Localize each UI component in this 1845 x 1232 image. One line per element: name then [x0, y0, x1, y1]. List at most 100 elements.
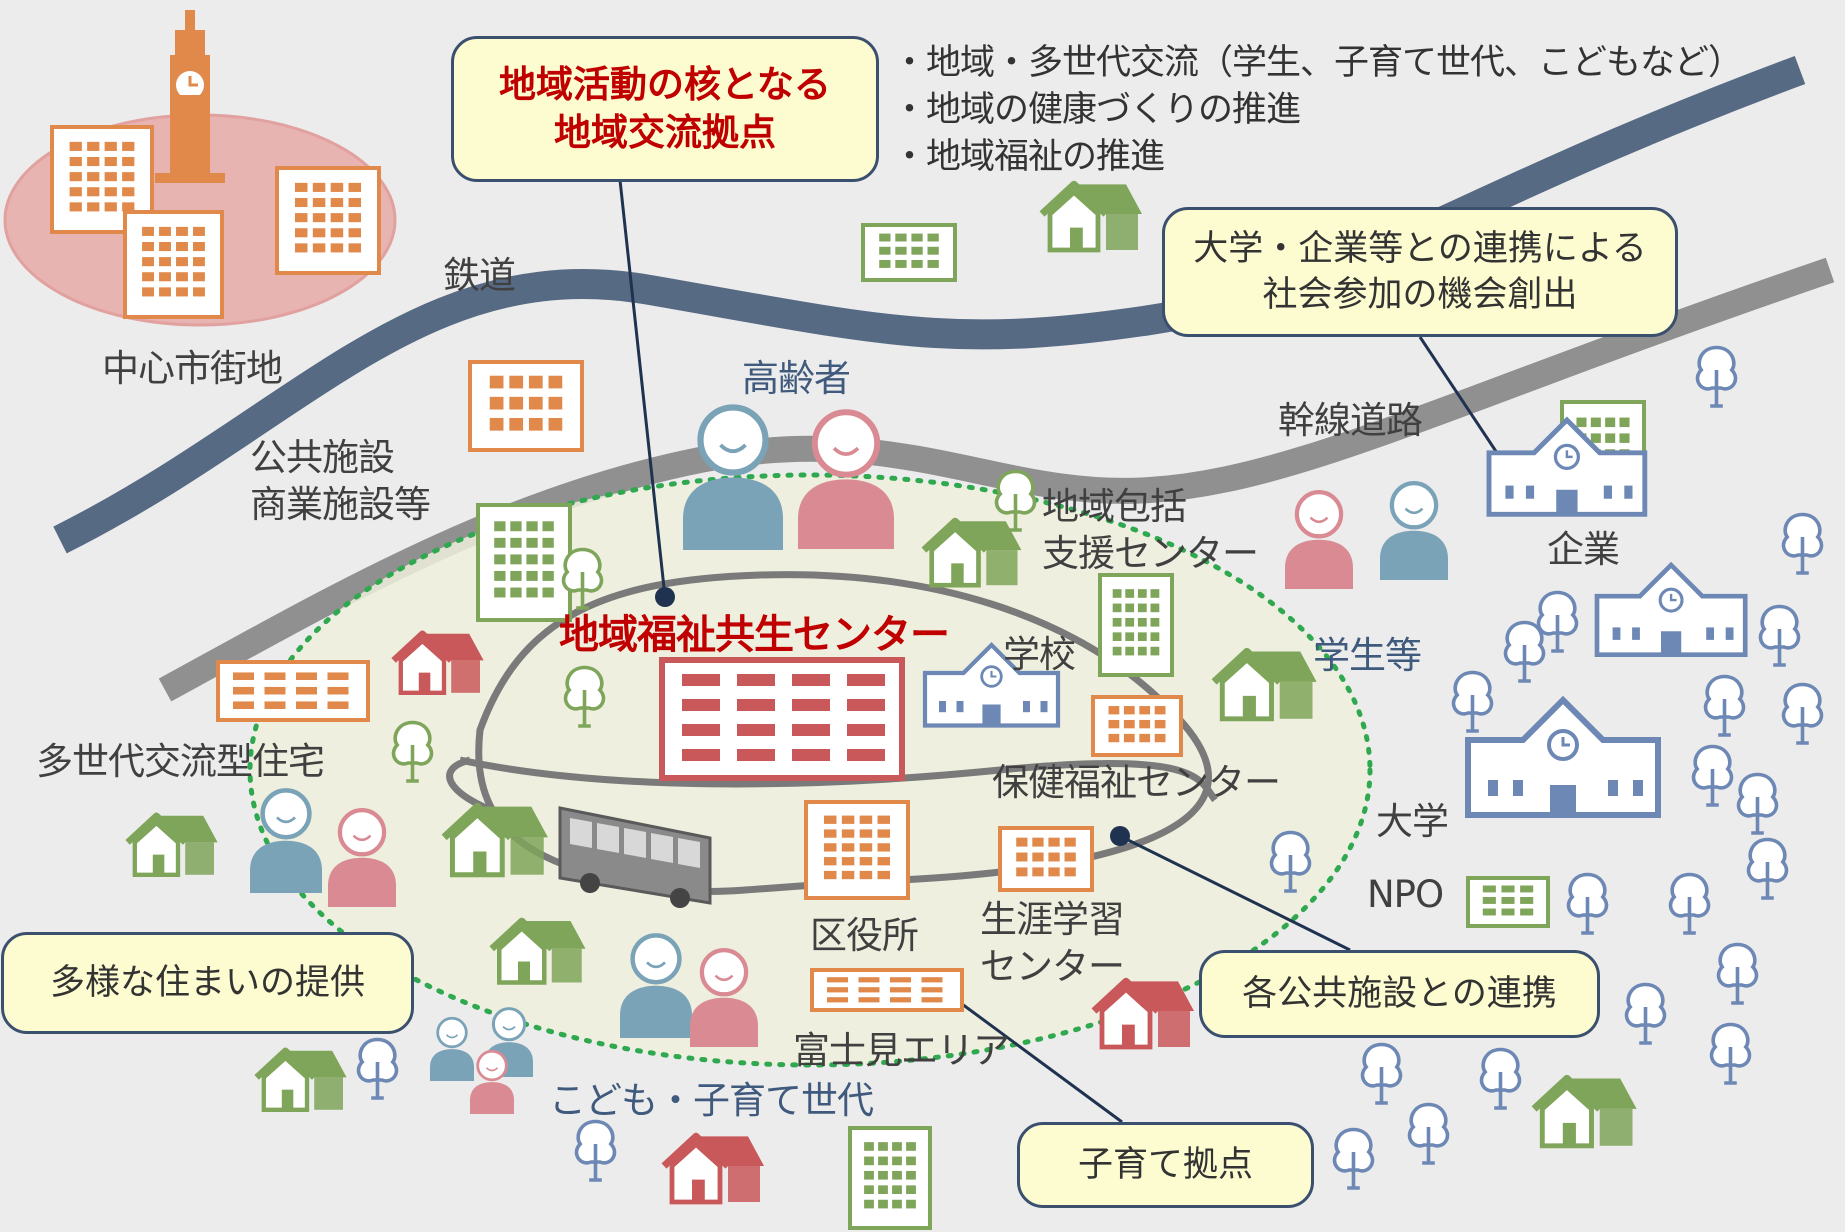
- tree-icon: [1703, 674, 1746, 737]
- activity-list: ・地域・多世代交流（学生、子育て世代、こどもなど） ・地域の健康づくりの推進 ・…: [892, 40, 1743, 181]
- trunk-road-line: [158, 257, 1835, 702]
- building-icon: [804, 800, 910, 900]
- building-icon: [861, 223, 957, 282]
- tree-icon: [994, 469, 1037, 532]
- trunk-road-label: 幹線道路: [1278, 399, 1423, 442]
- tree-icon: [1781, 512, 1824, 575]
- tree-icon: [1736, 772, 1779, 835]
- tree-icon: [1781, 682, 1824, 745]
- university-callout-text: 大学・企業等との連携による 社会参加の機会創出: [1193, 229, 1647, 315]
- welfare-center-building-icon: [659, 657, 905, 781]
- lifelong-learning-label: 生涯学習 センター: [980, 898, 1125, 988]
- tree-icon: [1624, 982, 1667, 1045]
- multigen-housing-label: 多世代交流型住宅: [36, 740, 325, 783]
- university-label: 大学: [1376, 800, 1449, 843]
- city-center-label: 中心市街地: [102, 347, 283, 390]
- tree-icon: [1709, 1022, 1752, 1085]
- students-label: 学生等: [1313, 634, 1422, 677]
- elderly-woman-icon: [798, 409, 894, 549]
- building-icon: [1466, 876, 1550, 928]
- tree-icon: [561, 547, 604, 610]
- activity-item: ・地域の健康づくりの推進: [892, 90, 1301, 130]
- tree-icon: [1451, 670, 1494, 733]
- public-facilities-connector-dot: [1110, 826, 1130, 846]
- childcare-callout: 子育て拠点: [1017, 1122, 1314, 1208]
- school-icon: [1594, 561, 1748, 658]
- building-icon: [1091, 695, 1183, 757]
- hub-callout: 地域活動の核となる 地域交流拠点: [451, 36, 879, 182]
- tree-icon: [1269, 830, 1312, 893]
- house-icon: [1039, 180, 1142, 253]
- house-icon: [1211, 647, 1317, 722]
- house-icon: [661, 1132, 764, 1205]
- student-icon: [1285, 489, 1353, 589]
- building-icon: [476, 503, 572, 622]
- hub-connector-dot: [655, 587, 675, 607]
- tree-icon: [1360, 1042, 1403, 1105]
- house-icon: [1091, 977, 1194, 1050]
- house-icon: [254, 1047, 347, 1112]
- clock-tower-icon: [155, 10, 225, 183]
- tree-icon: [1536, 590, 1579, 653]
- public-commercial-label: 公共施設 商業施設等: [250, 436, 431, 526]
- child-icon: [430, 1016, 474, 1081]
- tree-icon: [1691, 744, 1734, 807]
- house-icon: [921, 517, 1022, 588]
- resident-icon: [250, 788, 322, 893]
- activity-item: ・地域・多世代交流（学生、子育て世代、こどもなど）: [892, 43, 1743, 83]
- health-center-label: 保健福祉センター: [992, 761, 1281, 804]
- tree-icon: [1746, 837, 1789, 900]
- railway-label: 鉄道: [443, 254, 516, 297]
- housing-callout: 多様な住まいの提供: [1, 932, 414, 1034]
- building-icon: [468, 360, 584, 452]
- tree-icon: [356, 1037, 399, 1100]
- childcare-connector: [942, 988, 1123, 1124]
- tree-icon: [1716, 942, 1759, 1005]
- hub-callout-text: 地域活動の核となる 地域交流拠点: [499, 63, 831, 154]
- house-icon: [391, 630, 484, 695]
- university-callout: 大学・企業等との連携による 社会参加の機会創出: [1162, 207, 1678, 337]
- hub-connector: [618, 179, 667, 598]
- building-icon: [123, 210, 224, 319]
- npo-label: NPO: [1367, 873, 1444, 916]
- public-facilities-connector: [1119, 834, 1351, 952]
- building-icon: [1098, 573, 1174, 677]
- parent-icon: [620, 933, 692, 1038]
- support-center-label: 地域包括 支援センター: [1042, 485, 1259, 575]
- company-label: 企業: [1547, 528, 1620, 571]
- ward-office-label: 区役所: [810, 914, 919, 957]
- tree-icon: [1332, 1127, 1375, 1190]
- building-icon: [998, 826, 1094, 892]
- tree-icon: [574, 1119, 617, 1182]
- public-facilities-callout-text: 各公共施設との連携: [1242, 974, 1557, 1014]
- tree-icon: [1407, 1102, 1450, 1165]
- school-icon: [1486, 416, 1648, 517]
- tree-icon: [1758, 604, 1801, 667]
- elderly-man-icon: [683, 404, 783, 550]
- childcare-callout-text: 子育て拠点: [1077, 1145, 1253, 1185]
- school-icon: [922, 642, 1061, 728]
- tree-icon: [1479, 1047, 1522, 1110]
- tree-icon: [391, 720, 434, 783]
- fujimi-area-label: 富士見エリア: [793, 1029, 1010, 1072]
- welfare-center-label: 地域福祉共生センター: [559, 612, 950, 658]
- house-icon: [489, 917, 586, 985]
- house-icon: [125, 812, 218, 877]
- student-icon: [1380, 480, 1448, 580]
- building-icon: [216, 660, 370, 722]
- tree-icon: [563, 665, 606, 728]
- parent-with-baby-icon: [690, 947, 758, 1047]
- building-icon: [810, 968, 964, 1012]
- school-label: 学校: [1003, 633, 1076, 676]
- house-icon: [1531, 1074, 1637, 1149]
- tree-icon: [1566, 872, 1609, 935]
- building-icon: [848, 1126, 932, 1230]
- activity-item: ・地域福祉の推進: [892, 137, 1165, 177]
- children-families-label: こども・子育て世代: [549, 1079, 874, 1122]
- tree-icon: [1668, 872, 1711, 935]
- elderly-label: 高齢者: [742, 357, 851, 400]
- resident-icon: [328, 807, 396, 907]
- housing-callout-text: 多様な住まいの提供: [49, 963, 365, 1003]
